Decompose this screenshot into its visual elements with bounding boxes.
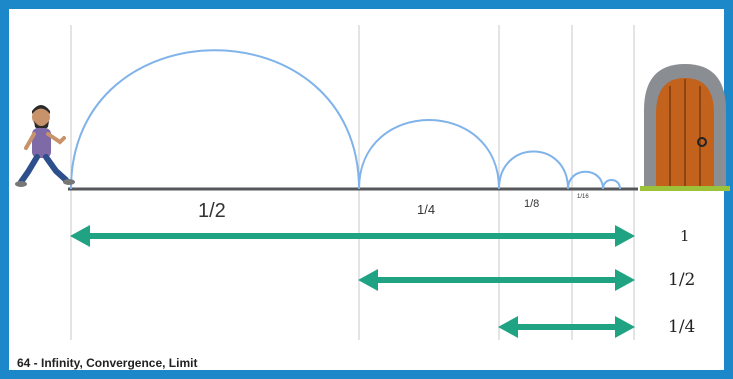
arrow-label-half: 1/2 — [668, 270, 696, 290]
caption: 64 - Infinity, Convergence, Limit — [17, 356, 198, 370]
distance-arrows — [70, 225, 635, 338]
hop-arc-thirtysecond — [602, 179, 621, 190]
segment-label-quarter: 1/4 — [417, 202, 436, 217]
hop-arc-eighth — [498, 150, 569, 190]
guide-lines — [70, 25, 635, 340]
hop-arc-sixteenth — [567, 170, 604, 190]
arrow-half — [358, 269, 635, 291]
arrow-quarter — [498, 316, 635, 338]
segment-label-half: 1/2 — [198, 200, 226, 222]
arrow-label-full: 1 — [680, 227, 690, 245]
arrow-label-quarter: 1/4 — [668, 317, 696, 337]
hop-arc-half — [70, 49, 360, 190]
running-man-icon — [15, 105, 75, 187]
hop-arcs — [70, 49, 621, 190]
segment-label-eighth: 1/8 — [524, 198, 540, 210]
hop-arc-quarter — [358, 119, 500, 190]
arrow-full — [70, 225, 635, 247]
arched-wooden-door-icon — [640, 64, 730, 191]
segment-label-sixteenth: 1/16 — [577, 194, 589, 200]
